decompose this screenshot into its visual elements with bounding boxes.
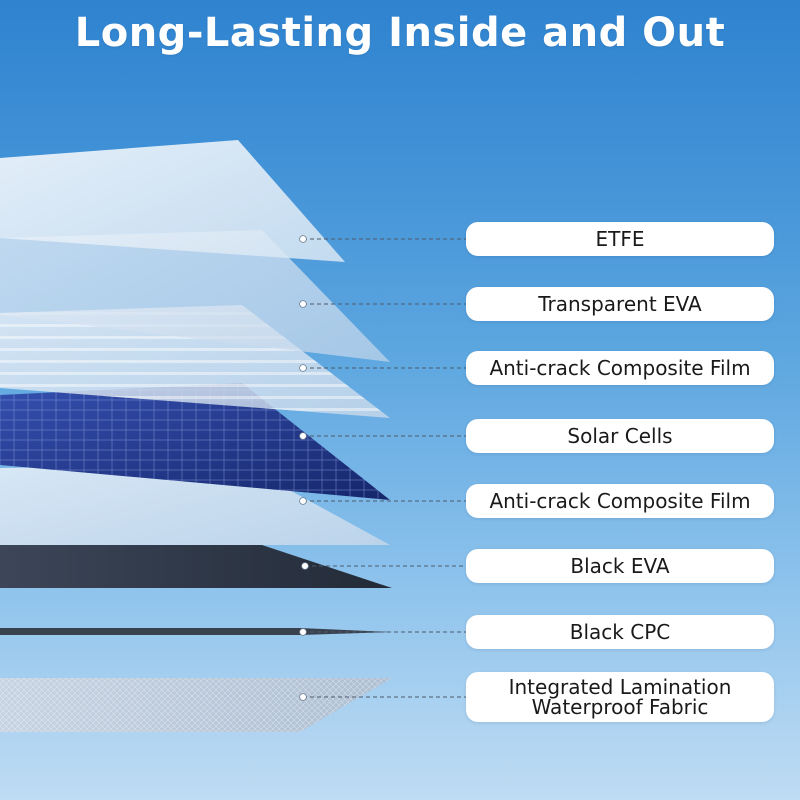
label-solar-cells-text: Solar Cells	[567, 426, 672, 446]
label-anticrack-film-1: Anti-crack Composite Film	[466, 351, 774, 385]
label-waterproof-fabric-line-2: Waterproof Fabric	[509, 697, 732, 717]
label-waterproof-fabric: Integrated Lamination Waterproof Fabric	[466, 672, 774, 722]
label-black-eva: Black EVA	[466, 549, 774, 583]
label-waterproof-fabric-line-1: Integrated Lamination	[509, 677, 732, 697]
label-etfe: ETFE	[466, 222, 774, 256]
label-black-eva-text: Black EVA	[570, 556, 669, 576]
layer-fabric	[0, 678, 392, 732]
label-anticrack-film-1-text: Anti-crack Composite Film	[489, 358, 750, 378]
label-etfe-text: ETFE	[596, 229, 645, 249]
label-anticrack-film-2-text: Anti-crack Composite Film	[489, 491, 750, 511]
label-black-cpc: Black CPC	[466, 615, 774, 649]
label-transparent-eva-text: Transparent EVA	[538, 294, 702, 314]
label-anticrack-film-2: Anti-crack Composite Film	[466, 484, 774, 518]
label-solar-cells: Solar Cells	[466, 419, 774, 453]
label-black-cpc-text: Black CPC	[570, 622, 670, 642]
label-transparent-eva: Transparent EVA	[466, 287, 774, 321]
